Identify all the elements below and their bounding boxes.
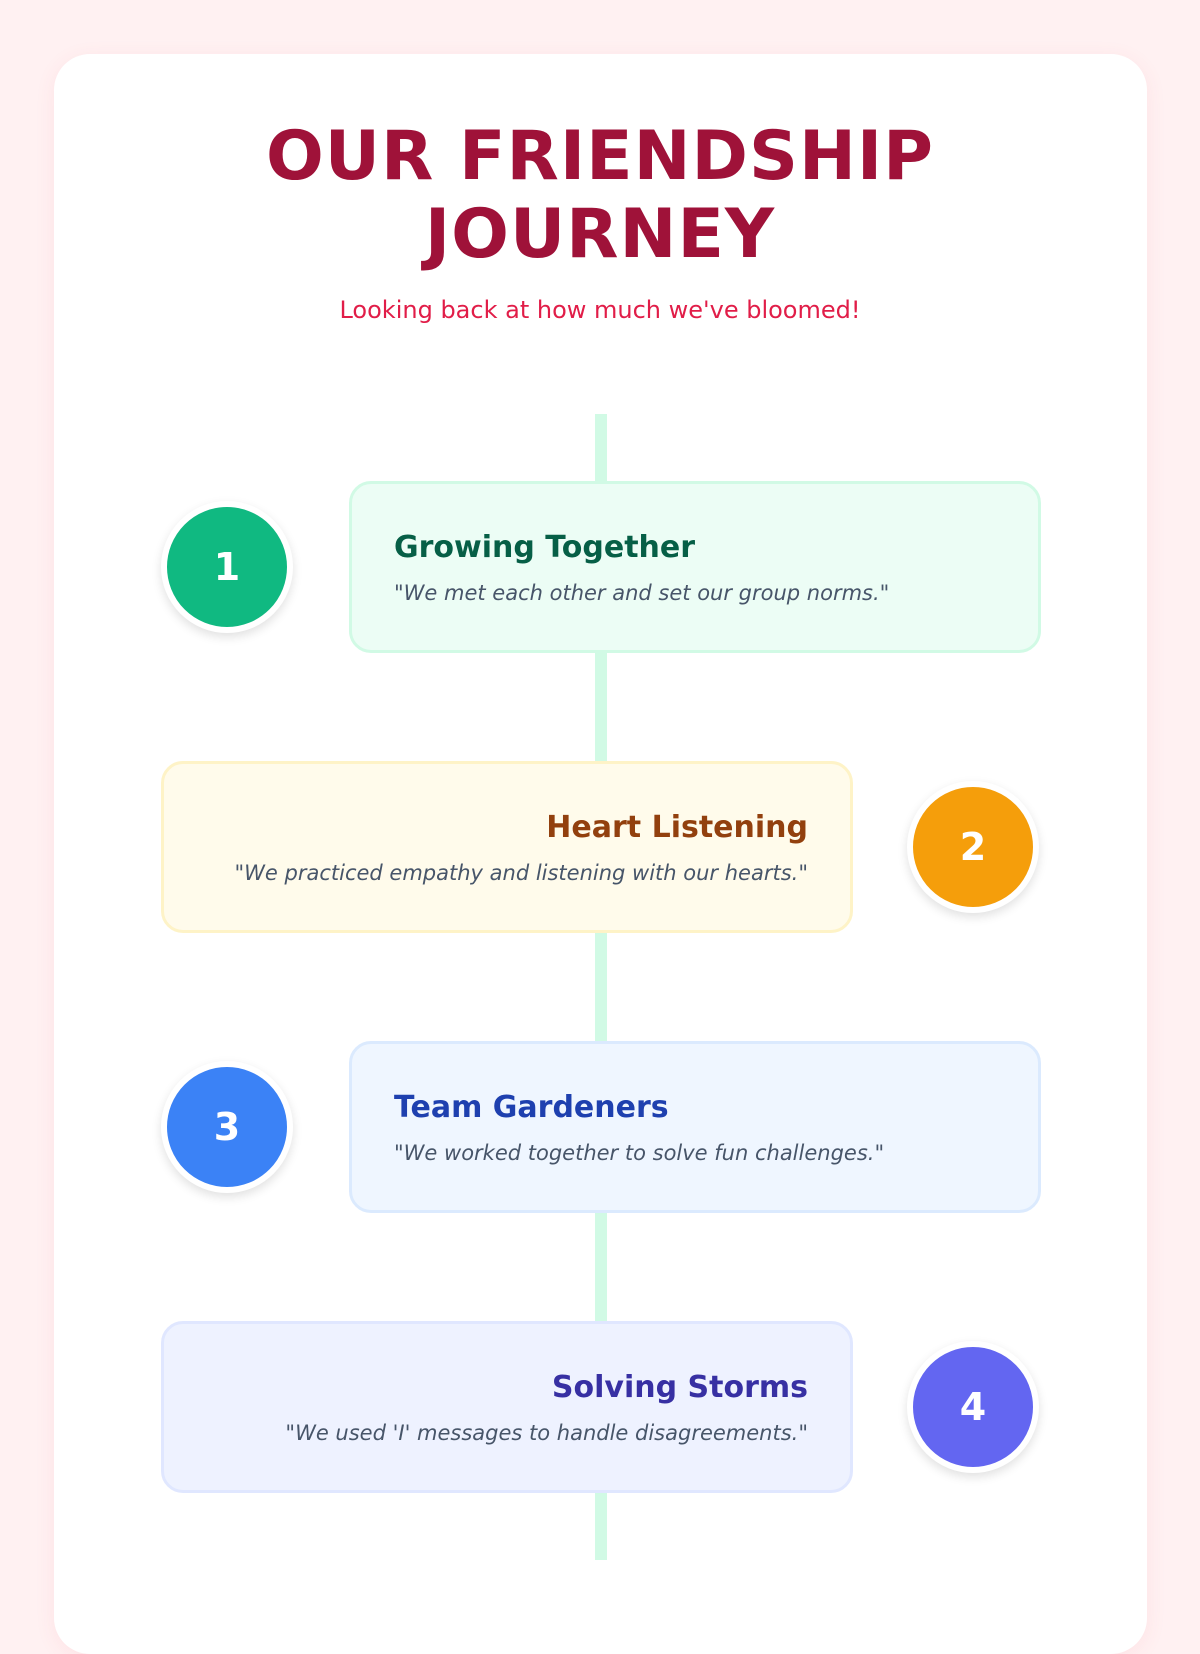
timeline-item-card: Team Gardeners "We worked together to sol…: [349, 1041, 1041, 1213]
step-number-badge: 4: [907, 1341, 1039, 1473]
page-subtitle: Looking back at how much we've bloomed!: [339, 296, 861, 324]
step-number-badge: 3: [161, 1061, 293, 1193]
timeline-line: [595, 414, 607, 1560]
timeline-item-quote: "We worked together to solve fun challen…: [394, 1141, 885, 1165]
timeline-item-title: Growing Together: [394, 530, 696, 565]
timeline-item-card: Growing Together "We met each other and s…: [349, 481, 1041, 653]
timeline-item-card: Solving Storms "We used 'I' messages to h…: [161, 1321, 853, 1493]
timeline-item-card: Heart Listening "We practiced empathy and…: [161, 761, 853, 933]
step-number-badge: 2: [907, 781, 1039, 913]
timeline-item-title: Solving Storms: [551, 1370, 808, 1405]
step-number-badge: 1: [161, 501, 293, 633]
timeline-item-title: Heart Listening: [546, 810, 808, 845]
timeline-item-quote: "We practiced empathy and listening with…: [234, 861, 808, 885]
timeline-item-title: Team Gardeners: [394, 1090, 669, 1125]
title-line-1: OUR FRIENDSHIP: [265, 117, 934, 196]
title-line-2: JOURNEY: [424, 195, 776, 274]
timeline-item-quote: "We used 'I' messages to handle disagree…: [285, 1421, 808, 1445]
timeline-item-quote: "We met each other and set our group nor…: [394, 581, 890, 605]
